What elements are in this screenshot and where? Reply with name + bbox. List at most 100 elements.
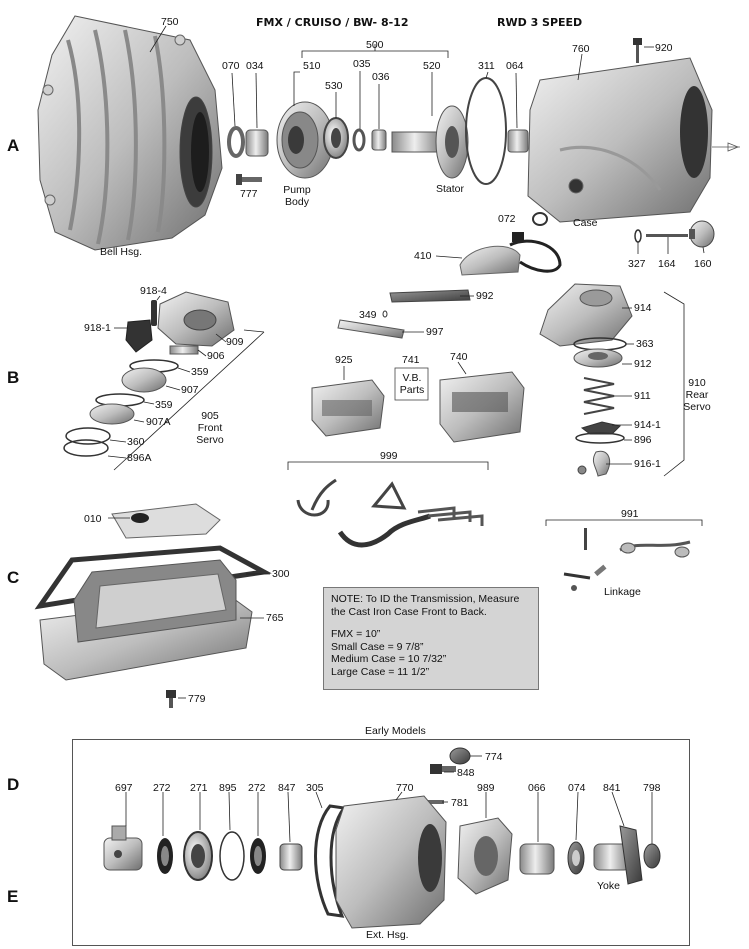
gear-847-part — [279, 843, 303, 871]
callout-271: 271 — [190, 782, 208, 794]
callout-070: 070 — [222, 60, 240, 72]
stator-520-part — [391, 105, 469, 179]
bracket-992-part — [389, 289, 471, 303]
modulator-160-part — [689, 220, 715, 248]
bushing-034-part — [245, 129, 269, 157]
callout-034: 034 — [246, 60, 264, 72]
callout-349: 349 — [359, 309, 377, 321]
row-label-b: B — [7, 368, 20, 387]
callout-750: 750 — [161, 16, 179, 28]
callout-360: 360 — [127, 436, 145, 448]
callout-989: 989 — [477, 782, 495, 794]
callout-765: 765 — [266, 612, 284, 624]
seal-272b-part — [250, 838, 266, 874]
callout-991: 991 — [621, 508, 639, 520]
diagram-subtitle: RWD 3 SPEED — [497, 16, 583, 29]
callout-798: 798 — [643, 782, 661, 794]
callout-918-1: 918-1 — [84, 322, 111, 334]
callout-160: 160 — [694, 258, 712, 270]
strut-916-1-part — [577, 450, 611, 477]
callout-760: 760 — [572, 43, 590, 55]
bolt-779-part — [166, 690, 176, 708]
callout-bell-hsg: Bell Hsg. — [100, 246, 143, 258]
callout-164: 164 — [658, 258, 676, 270]
bolt-920-part — [633, 38, 642, 63]
callout-stator: Stator — [436, 183, 465, 195]
seal-272a-part — [157, 838, 173, 874]
callout-779: 779 — [188, 693, 206, 705]
linkage-991-part — [563, 528, 691, 591]
callout-311: 311 — [478, 60, 495, 72]
o-ring-311-part — [465, 77, 507, 185]
callout-359-lower: 359 — [155, 399, 173, 411]
rod-906-part — [169, 345, 199, 355]
note-line-6: Large Case = 11 1/2” — [331, 665, 430, 678]
callout-912: 912 — [634, 358, 652, 370]
callout-yoke: Yoke — [597, 880, 620, 892]
oil-pan-765-part — [39, 559, 253, 681]
bearing-271-part — [183, 831, 213, 881]
washer-035-part — [352, 128, 366, 152]
callout-999: 999 — [380, 450, 398, 462]
callout-359-upper: 359 — [191, 366, 209, 378]
ring-895-part — [219, 831, 245, 881]
callout-918-4: 918-4 — [140, 285, 167, 297]
seal-072-part — [532, 212, 548, 226]
callout-841: 841 — [603, 782, 621, 794]
diagram-title: FMX / CRUISO / BW- 8-12 — [256, 16, 409, 29]
callout-740: 740 — [450, 351, 468, 363]
rod-164-part — [646, 234, 688, 237]
transmission-id-note: NOTE: To ID the Transmission, Measure th… — [323, 587, 539, 690]
callout-914: 914 — [634, 302, 652, 314]
cover-410-part — [459, 232, 562, 276]
callout-520: 520 — [423, 60, 441, 72]
callout-510: 510 — [303, 60, 321, 72]
callout-272-left: 272 — [153, 782, 171, 794]
callout-911: 911 — [634, 390, 651, 402]
o-ring-327-part — [634, 229, 642, 243]
case-760-part — [527, 57, 713, 223]
bell-housing-part — [37, 15, 223, 251]
valve-body-740-part — [439, 371, 525, 443]
callout-300: 300 — [272, 568, 290, 580]
callout-036: 036 — [372, 71, 390, 83]
vb-parts-box — [394, 367, 429, 401]
gasket-305-part — [314, 804, 347, 918]
row-label-e: E — [7, 887, 19, 906]
callout-500: 500 — [366, 39, 384, 51]
callout-896: 896 — [634, 434, 652, 446]
callout-697: 697 — [115, 782, 133, 794]
note-line-4: Small Case = 9 7/8” — [331, 640, 424, 653]
callout-895: 895 — [219, 782, 237, 794]
callout-916-1: 916-1 — [634, 458, 661, 470]
pump-body-part — [276, 101, 334, 179]
spring-918-4-part — [151, 300, 157, 326]
callout-010: 010 — [84, 513, 102, 525]
retainer-914-1-part — [580, 421, 621, 435]
callout-781: 781 — [451, 797, 469, 809]
callout-997: 997 — [426, 326, 444, 338]
housing-989-part — [457, 817, 513, 895]
callout-530: 530 — [325, 80, 343, 92]
callout-906: 906 — [207, 350, 225, 362]
callout-905-front-servo: 905 Front Servo — [196, 410, 224, 446]
ring-896a-part — [63, 439, 109, 457]
row-label-d: D — [7, 775, 20, 794]
callout-363: 363 — [636, 338, 654, 350]
callout-074: 074 — [568, 782, 586, 794]
rear-servo-body-914-part — [539, 283, 633, 347]
bushing-066-part — [519, 843, 555, 875]
callout-774: 774 — [485, 751, 503, 763]
seal-074-part — [567, 841, 585, 875]
bracket-918-1-part — [125, 319, 153, 353]
bolt-848-part — [430, 764, 456, 774]
callout-early-models: Early Models — [365, 725, 426, 737]
row-label-c: C — [7, 568, 20, 587]
yoke-841-part — [593, 825, 643, 885]
callout-907: 907 — [181, 384, 199, 396]
link-997-part — [337, 319, 405, 339]
seal-070-part — [227, 126, 245, 158]
ring-896-part — [575, 432, 625, 444]
callout-992: 992 — [476, 290, 494, 302]
callout-066: 066 — [528, 782, 546, 794]
